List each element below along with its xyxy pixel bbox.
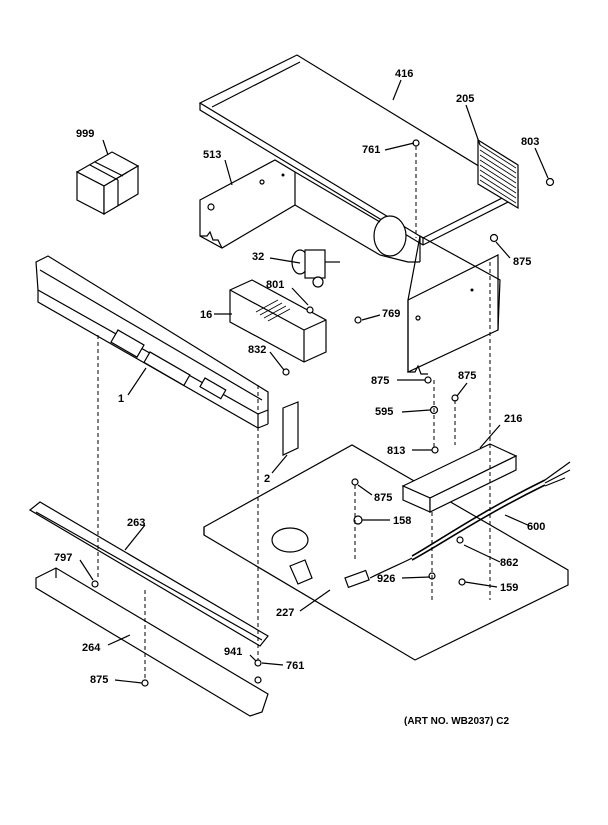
part-263-trim xyxy=(28,501,269,647)
callout-832: 832 xyxy=(248,344,266,356)
callout-875-b: 875 xyxy=(371,375,389,387)
callout-2: 2 xyxy=(264,473,270,485)
art-number: (ART NO. WB2037) C2 xyxy=(404,716,509,727)
callout-16: 16 xyxy=(200,309,212,321)
screws xyxy=(91,139,555,687)
callout-264: 264 xyxy=(82,642,101,654)
callout-513: 513 xyxy=(203,149,221,161)
callout-227: 227 xyxy=(276,607,294,619)
part-16-control-board xyxy=(229,279,327,363)
part-227-bottom-panel xyxy=(203,444,569,661)
part-1-control-panel xyxy=(35,255,269,430)
callout-875-d: 875 xyxy=(374,492,392,504)
callout-761-top: 761 xyxy=(362,144,380,156)
part-513-side-panel xyxy=(199,159,296,249)
callout-875-c: 875 xyxy=(458,370,476,382)
part-205-vent-grille xyxy=(477,138,519,210)
callout-159: 159 xyxy=(500,582,518,594)
callout-875-a: 875 xyxy=(513,256,531,268)
part-264-lower-trim xyxy=(35,567,269,717)
callout-875-e: 875 xyxy=(90,674,108,686)
leader-lines xyxy=(79,79,549,684)
callout-158: 158 xyxy=(393,515,411,527)
callout-labels: 999 513 416 205 761 803 875 32 801 16 76… xyxy=(54,68,545,686)
cabinet-cavity xyxy=(294,171,420,263)
callout-862: 862 xyxy=(500,557,518,569)
callout-797: 797 xyxy=(54,552,72,564)
callout-941: 941 xyxy=(224,646,242,658)
callout-32: 32 xyxy=(252,251,264,263)
alignment-lines xyxy=(97,146,491,680)
callout-801: 801 xyxy=(266,279,284,291)
cabinet-right-side xyxy=(407,235,501,375)
part-999-box xyxy=(75,151,140,216)
part-2-bracket xyxy=(282,401,299,456)
callout-416: 416 xyxy=(395,68,413,80)
part-600-wire-harness xyxy=(344,461,571,589)
callout-1: 1 xyxy=(118,393,124,405)
callout-813: 813 xyxy=(387,445,405,457)
callout-926: 926 xyxy=(377,573,395,585)
callout-263: 263 xyxy=(127,517,145,529)
callout-999: 999 xyxy=(76,128,94,140)
callout-595: 595 xyxy=(375,406,393,418)
callout-205: 205 xyxy=(456,93,474,105)
callout-761-bottom: 761 xyxy=(286,660,304,672)
callout-769: 769 xyxy=(382,308,400,320)
part-32-fan-motor xyxy=(291,249,340,288)
callout-600: 600 xyxy=(527,521,545,533)
part-216-terminal-block xyxy=(401,443,518,513)
callout-803: 803 xyxy=(521,136,539,148)
callout-216: 216 xyxy=(504,413,522,425)
